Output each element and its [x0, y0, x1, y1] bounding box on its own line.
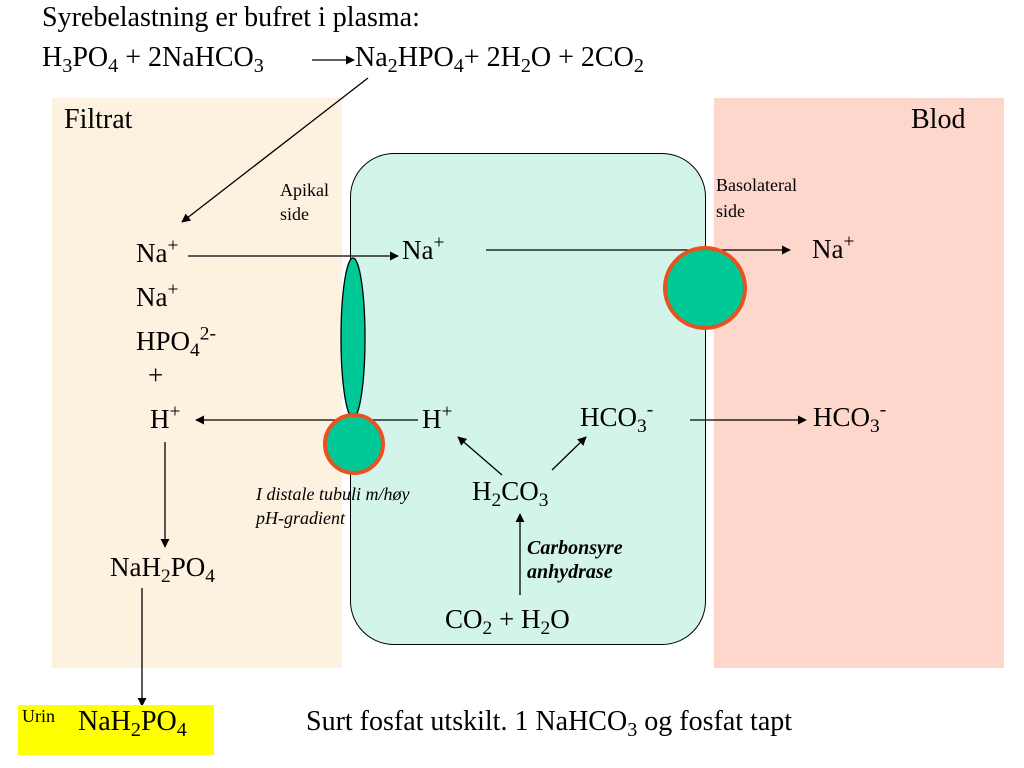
filtrat-plus: +	[148, 360, 164, 390]
apical-na-channel	[340, 257, 366, 419]
tubule-cell	[350, 153, 706, 645]
h2co3-to-hco3-arrow	[551, 436, 587, 471]
apical-h-pump	[323, 413, 385, 475]
basolateral-pump	[663, 246, 747, 330]
urine-box	[18, 705, 214, 755]
filtrat-zone	[52, 98, 342, 668]
cell-na: Na+	[402, 232, 445, 265]
cell-co2-h2o: CO2 + H2O	[445, 604, 570, 639]
blood-hco3: HCO3-	[813, 399, 887, 437]
cell-h: H+	[422, 401, 453, 434]
urine-label: Urin	[22, 706, 55, 726]
urine-formula: NaH2PO4	[78, 706, 187, 742]
filtrat-label: Filtrat	[64, 104, 133, 135]
filtrat-h: H+	[150, 401, 181, 434]
equation-lhs: H3PO4 + 2NaHCO3	[42, 42, 264, 78]
footer-summary: Surt fosfat utskilt. 1 NaHCO3 og fosfat …	[306, 706, 793, 742]
blod-zone	[714, 98, 1004, 668]
filtrat-na-arrow	[181, 77, 369, 223]
h2co3-to-h-arrow	[457, 436, 503, 476]
filtrat-na-2: Na+	[136, 279, 179, 312]
filtrat-nah2po4: NaH2PO4	[110, 552, 215, 587]
cell-h2co3: H2CO3	[472, 476, 549, 511]
filtrat-hpo4: HPO42-	[136, 323, 216, 361]
cell-hco3: HCO3-	[580, 399, 654, 437]
blood-na: Na+	[812, 231, 855, 264]
blod-label: Blod	[911, 104, 966, 135]
page-title: Syrebelastning er bufret i plasma:	[42, 2, 420, 33]
equation-rhs: Na2HPO4+ 2H2O + 2CO2	[355, 42, 644, 78]
filtrat-na-1: Na+	[136, 235, 179, 268]
